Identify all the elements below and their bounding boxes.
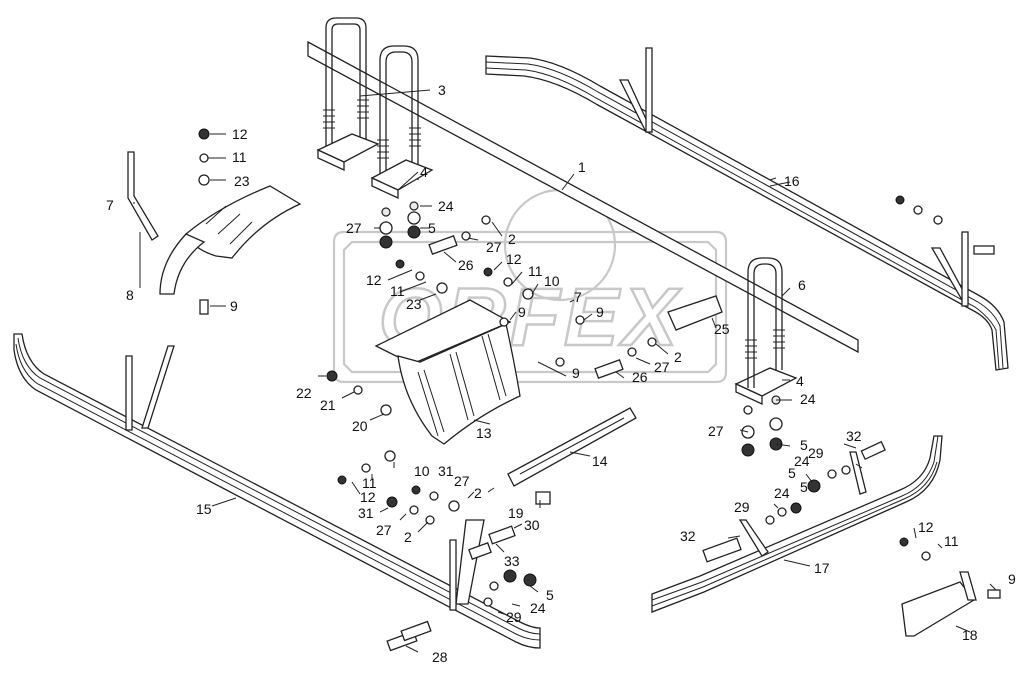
callout-24: 24	[530, 600, 546, 616]
callout-9: 9	[518, 304, 526, 320]
callout-25: 25	[714, 321, 730, 337]
callout-10: 10	[544, 273, 560, 289]
callout-29: 29	[808, 445, 824, 461]
callout-12: 12	[918, 519, 934, 535]
callout-15: 15	[196, 501, 212, 517]
callout-5: 5	[788, 465, 796, 481]
callout-24: 24	[774, 485, 790, 501]
callout-8: 8	[126, 287, 134, 303]
callout-4: 4	[420, 164, 428, 180]
callout-labels: 1 2 2 2 2 3 4 4 5 5 5 5 5 6 7 7 8 9 9 9 …	[106, 82, 1016, 665]
callout-5: 5	[546, 587, 554, 603]
callout-7: 7	[106, 197, 114, 213]
callout-13: 13	[476, 425, 492, 441]
callout-24: 24	[438, 198, 454, 214]
callout-11: 11	[362, 475, 377, 491]
callout-32: 32	[680, 528, 696, 544]
callout-27: 27	[654, 359, 670, 375]
callout-9: 9	[596, 304, 604, 320]
callout-33: 33	[504, 553, 520, 569]
callout-4: 4	[796, 373, 804, 389]
callout-7: 7	[574, 289, 582, 305]
callout-22: 22	[296, 385, 312, 401]
part-7-8-left-mudguard	[127, 151, 302, 295]
leader-lines	[133, 89, 997, 653]
callout-19: 19	[508, 505, 524, 521]
callout-2: 2	[474, 485, 482, 501]
callout-27: 27	[708, 423, 724, 439]
callout-9: 9	[572, 365, 580, 381]
callout-3: 3	[438, 82, 446, 98]
part-15-running-board-lower	[13, 333, 541, 649]
callout-32: 32	[846, 428, 862, 444]
callout-2: 2	[508, 231, 516, 247]
callout-27: 27	[454, 473, 470, 489]
callout-18: 18	[962, 627, 978, 643]
part-18-bracket	[901, 571, 977, 637]
callout-1: 1	[578, 159, 586, 175]
callout-24: 24	[794, 453, 810, 469]
callout-24: 24	[800, 391, 816, 407]
callout-11: 11	[944, 533, 959, 549]
callout-12: 12	[232, 126, 248, 142]
callout-2: 2	[404, 529, 412, 545]
callout-11: 11	[232, 149, 247, 165]
callout-11: 11	[390, 283, 405, 299]
callout-14: 14	[592, 453, 608, 469]
callout-23: 23	[406, 296, 422, 312]
callout-17: 17	[814, 560, 830, 576]
callout-12: 12	[506, 251, 522, 267]
part-17-running-board-right	[651, 435, 943, 613]
part-14-support-bar	[507, 407, 637, 487]
callout-21: 21	[320, 397, 336, 413]
callout-20: 20	[352, 418, 368, 434]
part-16-running-board-upper	[485, 47, 1009, 371]
callout-28: 28	[432, 649, 448, 665]
callout-12: 12	[360, 489, 376, 505]
callout-6: 6	[798, 277, 806, 293]
part-1-crossbar	[307, 40, 859, 354]
callout-29: 29	[734, 499, 750, 515]
part-13-center-mudguard	[374, 299, 521, 445]
callout-9: 9	[230, 298, 238, 314]
callout-5: 5	[428, 220, 436, 236]
callout-5: 5	[800, 479, 808, 495]
callout-30: 30	[524, 517, 540, 533]
callout-2: 2	[674, 349, 682, 365]
callout-31: 31	[438, 463, 454, 479]
fasteners	[198, 128, 1001, 652]
part-25-bracket	[667, 295, 723, 331]
callout-27: 27	[486, 239, 502, 255]
callout-9: 9	[1008, 571, 1016, 587]
callout-27: 27	[346, 220, 362, 236]
part-6-u-bolt	[745, 257, 785, 388]
callout-31: 31	[358, 505, 374, 521]
callout-12: 12	[366, 272, 382, 288]
callout-26: 26	[458, 257, 474, 273]
callout-23: 23	[234, 173, 250, 189]
part-4-clamp-plates	[316, 133, 798, 406]
callout-11: 11	[528, 263, 543, 279]
callout-27: 27	[376, 522, 392, 538]
callout-29: 29	[506, 609, 522, 625]
callout-16: 16	[784, 173, 800, 189]
callout-5: 5	[800, 437, 808, 453]
callout-10: 10	[414, 463, 430, 479]
callout-26: 26	[632, 369, 648, 385]
part-3-u-bolts	[323, 17, 421, 188]
